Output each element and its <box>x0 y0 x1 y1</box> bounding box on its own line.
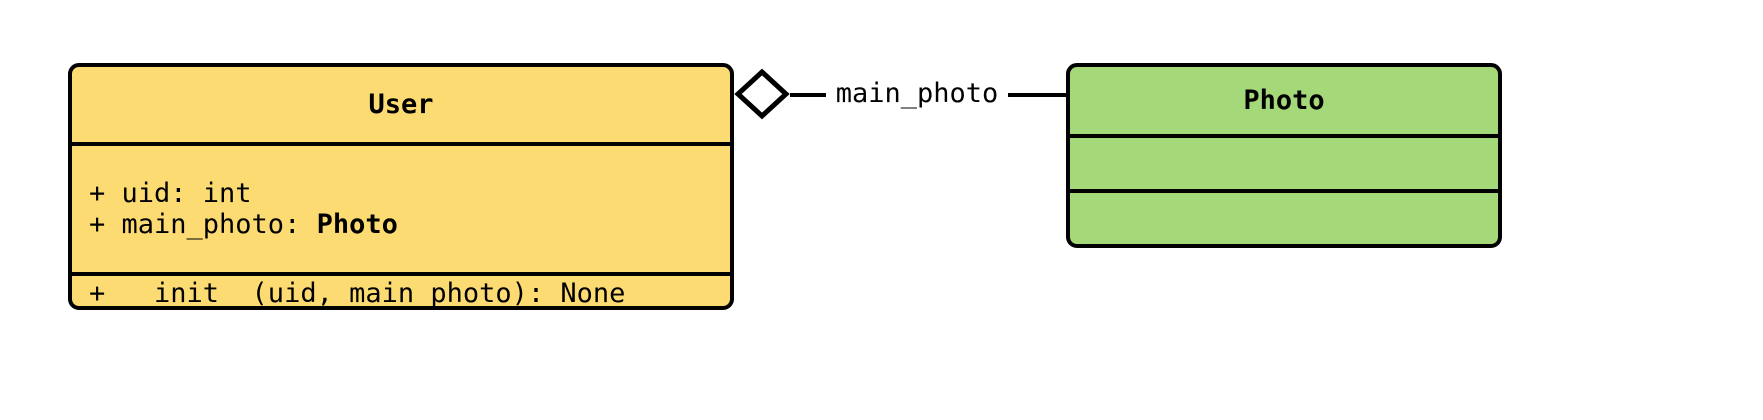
uml-class-user[interactable]: User + uid: int + main_photo: Photo + __… <box>68 63 734 310</box>
uml-class-user-attributes-compartment: + uid: int + main_photo: Photo <box>72 142 730 272</box>
uml-class-photo-title-compartment: Photo <box>1070 67 1498 134</box>
uml-attribute-main-photo: + main_photo: Photo <box>72 209 730 240</box>
association-line-right-segment <box>1008 93 1066 97</box>
uml-attribute-uid: + uid: int <box>89 178 252 209</box>
uml-class-user-name: User <box>368 89 434 120</box>
association-label-main-photo: main_photo <box>826 78 1008 110</box>
uml-class-user-title-compartment: User <box>72 67 730 142</box>
association-line-left-segment <box>790 93 826 97</box>
uml-class-photo-attributes-compartment <box>1070 134 1498 189</box>
uml-attribute-main-photo-label: + main_photo: <box>89 209 317 240</box>
uml-class-photo[interactable]: Photo <box>1066 63 1502 248</box>
aggregation-diamond-icon <box>734 68 790 120</box>
uml-class-user-methods-compartment: + __init__(uid, main_photo): None <box>72 272 730 309</box>
uml-attribute-main-photo-type: Photo <box>316 209 398 240</box>
uml-method-init: + __init__(uid, main_photo): None <box>89 277 626 309</box>
uml-class-photo-name: Photo <box>1243 85 1325 116</box>
uml-class-photo-methods-compartment <box>1070 189 1498 244</box>
